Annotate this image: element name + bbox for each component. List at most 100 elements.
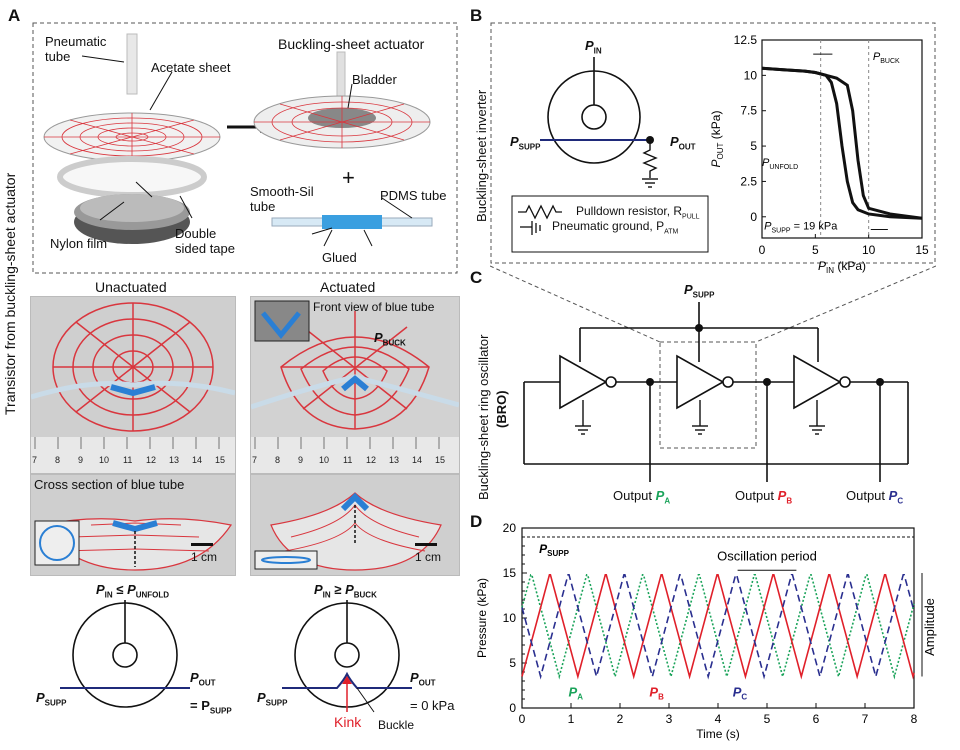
panel-a-schematic	[32, 22, 458, 274]
label-eq-left: = PSUPP	[190, 698, 232, 716]
plus-sign: +	[342, 165, 355, 190]
ruler-num: 13	[389, 455, 399, 465]
schematic-buckled	[282, 600, 412, 713]
panel-b-box	[490, 22, 936, 264]
x-tick-label: 15	[915, 243, 929, 257]
pneumatic-tube-graphic	[126, 33, 138, 95]
schematic-unfolded	[60, 600, 190, 708]
panel-c-letter: C	[470, 268, 483, 287]
label-buckle: Buckle	[378, 718, 415, 732]
label-b-p-out: POUT	[670, 134, 696, 152]
ruler-num: 15	[435, 455, 445, 465]
panel-a-side-label: Transistor from buckling-sheet actuator	[2, 172, 18, 415]
ruler-ticks-left	[34, 437, 220, 449]
x-axis-label: Time (s)	[696, 727, 740, 741]
actuator-graphic	[253, 51, 431, 149]
hysteresis-series	[761, 66, 923, 220]
label-p-buck-photo: PBUCK	[374, 330, 406, 348]
condition-left: PIN ≤ PUNFOLD	[96, 582, 170, 600]
x-tick-label: 5	[764, 712, 771, 726]
label-nylon-film: Nylon film	[50, 236, 108, 251]
pressure-series-a	[521, 574, 915, 680]
x-tick-label: 1	[568, 712, 575, 726]
legend-resistor: Pulldown resistor, RPULL	[576, 204, 700, 221]
tube-assembly-graphic	[271, 215, 433, 229]
label-bladder: Bladder	[352, 72, 397, 87]
label-c-p-supp: PSUPP	[684, 282, 715, 300]
label-smooth-sil: Smooth-Sil tube	[250, 184, 314, 214]
x-tick-label: 5	[812, 243, 819, 257]
y-tick-label: 12.5	[734, 33, 758, 47]
ruler-num: 12	[366, 455, 376, 465]
tape-ring-graphic	[57, 156, 207, 198]
y-tick-label: 15	[503, 566, 517, 580]
nylon-film-graphic	[74, 194, 190, 244]
hysteresis-series	[761, 66, 923, 220]
ruler-num: 8	[55, 455, 60, 465]
label-p-supp: PSUPP	[539, 542, 569, 558]
panel-a-letter: A	[8, 6, 21, 25]
scale-bar-label-left: 1 cm	[191, 550, 218, 564]
label-cross-section: Cross section of blue tube	[34, 477, 185, 492]
label-actuated: Actuated	[320, 279, 376, 295]
ruler-num: 11	[123, 455, 132, 465]
label-acetate-sheet: Acetate sheet	[151, 60, 231, 75]
x-tick-label: 0	[759, 243, 766, 257]
label-p-supp-right: PSUPP	[257, 690, 288, 708]
label-unactuated: Unactuated	[95, 279, 167, 295]
label-b-p-supp: PSUPP	[510, 134, 541, 152]
pressure-series-b	[521, 574, 915, 680]
ruler-num: 14	[192, 455, 202, 465]
ruler-num: 14	[412, 455, 422, 465]
ruler-num: 9	[298, 455, 303, 465]
y-tick-label: 5	[750, 139, 757, 153]
y-tick-label: 2.5	[740, 174, 757, 188]
x-tick-label: 0	[519, 712, 526, 726]
ruler-num: 9	[78, 455, 83, 465]
output-c: Output PC	[846, 488, 904, 506]
panel-d-letter: D	[470, 512, 483, 531]
output-b: Output PB	[735, 488, 793, 506]
ruler-num: 12	[146, 455, 156, 465]
x-tick-label: 6	[813, 712, 820, 726]
label-actuator-title: Buckling-sheet actuator	[278, 36, 425, 52]
x-axis-label: PIN (kPa)	[818, 259, 866, 274]
y-tick-label: 0	[750, 210, 757, 224]
y-tick-label: 5	[509, 656, 516, 670]
y-axis-label: Pressure (kPa)	[475, 578, 489, 658]
label-eq-right: = 0 kPa	[410, 698, 455, 713]
panel-c-side-label: Buckling-sheet ring oscillator	[476, 334, 491, 500]
photo-unactuated: 7 8 9 10 11 12 13 14 15	[30, 296, 236, 474]
x-tick-label: 8	[911, 712, 918, 726]
label-amplitude: Amplitude	[922, 598, 937, 656]
label-b-p-in: PIN	[585, 38, 602, 56]
label-oscillation-period: Oscillation period	[717, 548, 817, 563]
annotation-p-supp: PSUPP = 19 kPa	[764, 221, 838, 235]
y-tick-label: 20	[503, 521, 517, 535]
y-tick-label: 7.5	[740, 104, 757, 118]
y-tick-label: 10	[503, 611, 517, 625]
x-tick-label: 4	[715, 712, 722, 726]
scale-bar-label-right: 1 cm	[415, 550, 442, 564]
ruler-num: 7	[252, 455, 257, 465]
legend-ground: Pneumatic ground, PATM	[552, 219, 679, 236]
ruler-num: 8	[275, 455, 280, 465]
ruler-num: 7	[32, 455, 37, 465]
condition-right: PIN ≥ PBUCK	[314, 582, 377, 600]
series-label-a: PA	[569, 684, 584, 701]
x-tick-label: 3	[666, 712, 673, 726]
label-glued: Glued	[322, 250, 357, 265]
panel-b-letter: B	[470, 6, 483, 25]
output-a: Output PA	[613, 488, 671, 506]
y-axis-label: POUT (kPa)	[709, 111, 725, 168]
ruler-num: 10	[99, 455, 109, 465]
photo-cross-section-unactuated	[30, 474, 236, 576]
photo-actuated: 7 8 9 10 11 12 13 14 15	[250, 296, 460, 474]
annotation-p-buck: PBUCK	[873, 51, 900, 65]
pressure-series-c	[521, 574, 915, 680]
label-pneumatic-tube: Pneumatic tube	[45, 34, 107, 64]
y-tick-label: 0	[509, 701, 516, 715]
x-tick-label: 2	[617, 712, 624, 726]
